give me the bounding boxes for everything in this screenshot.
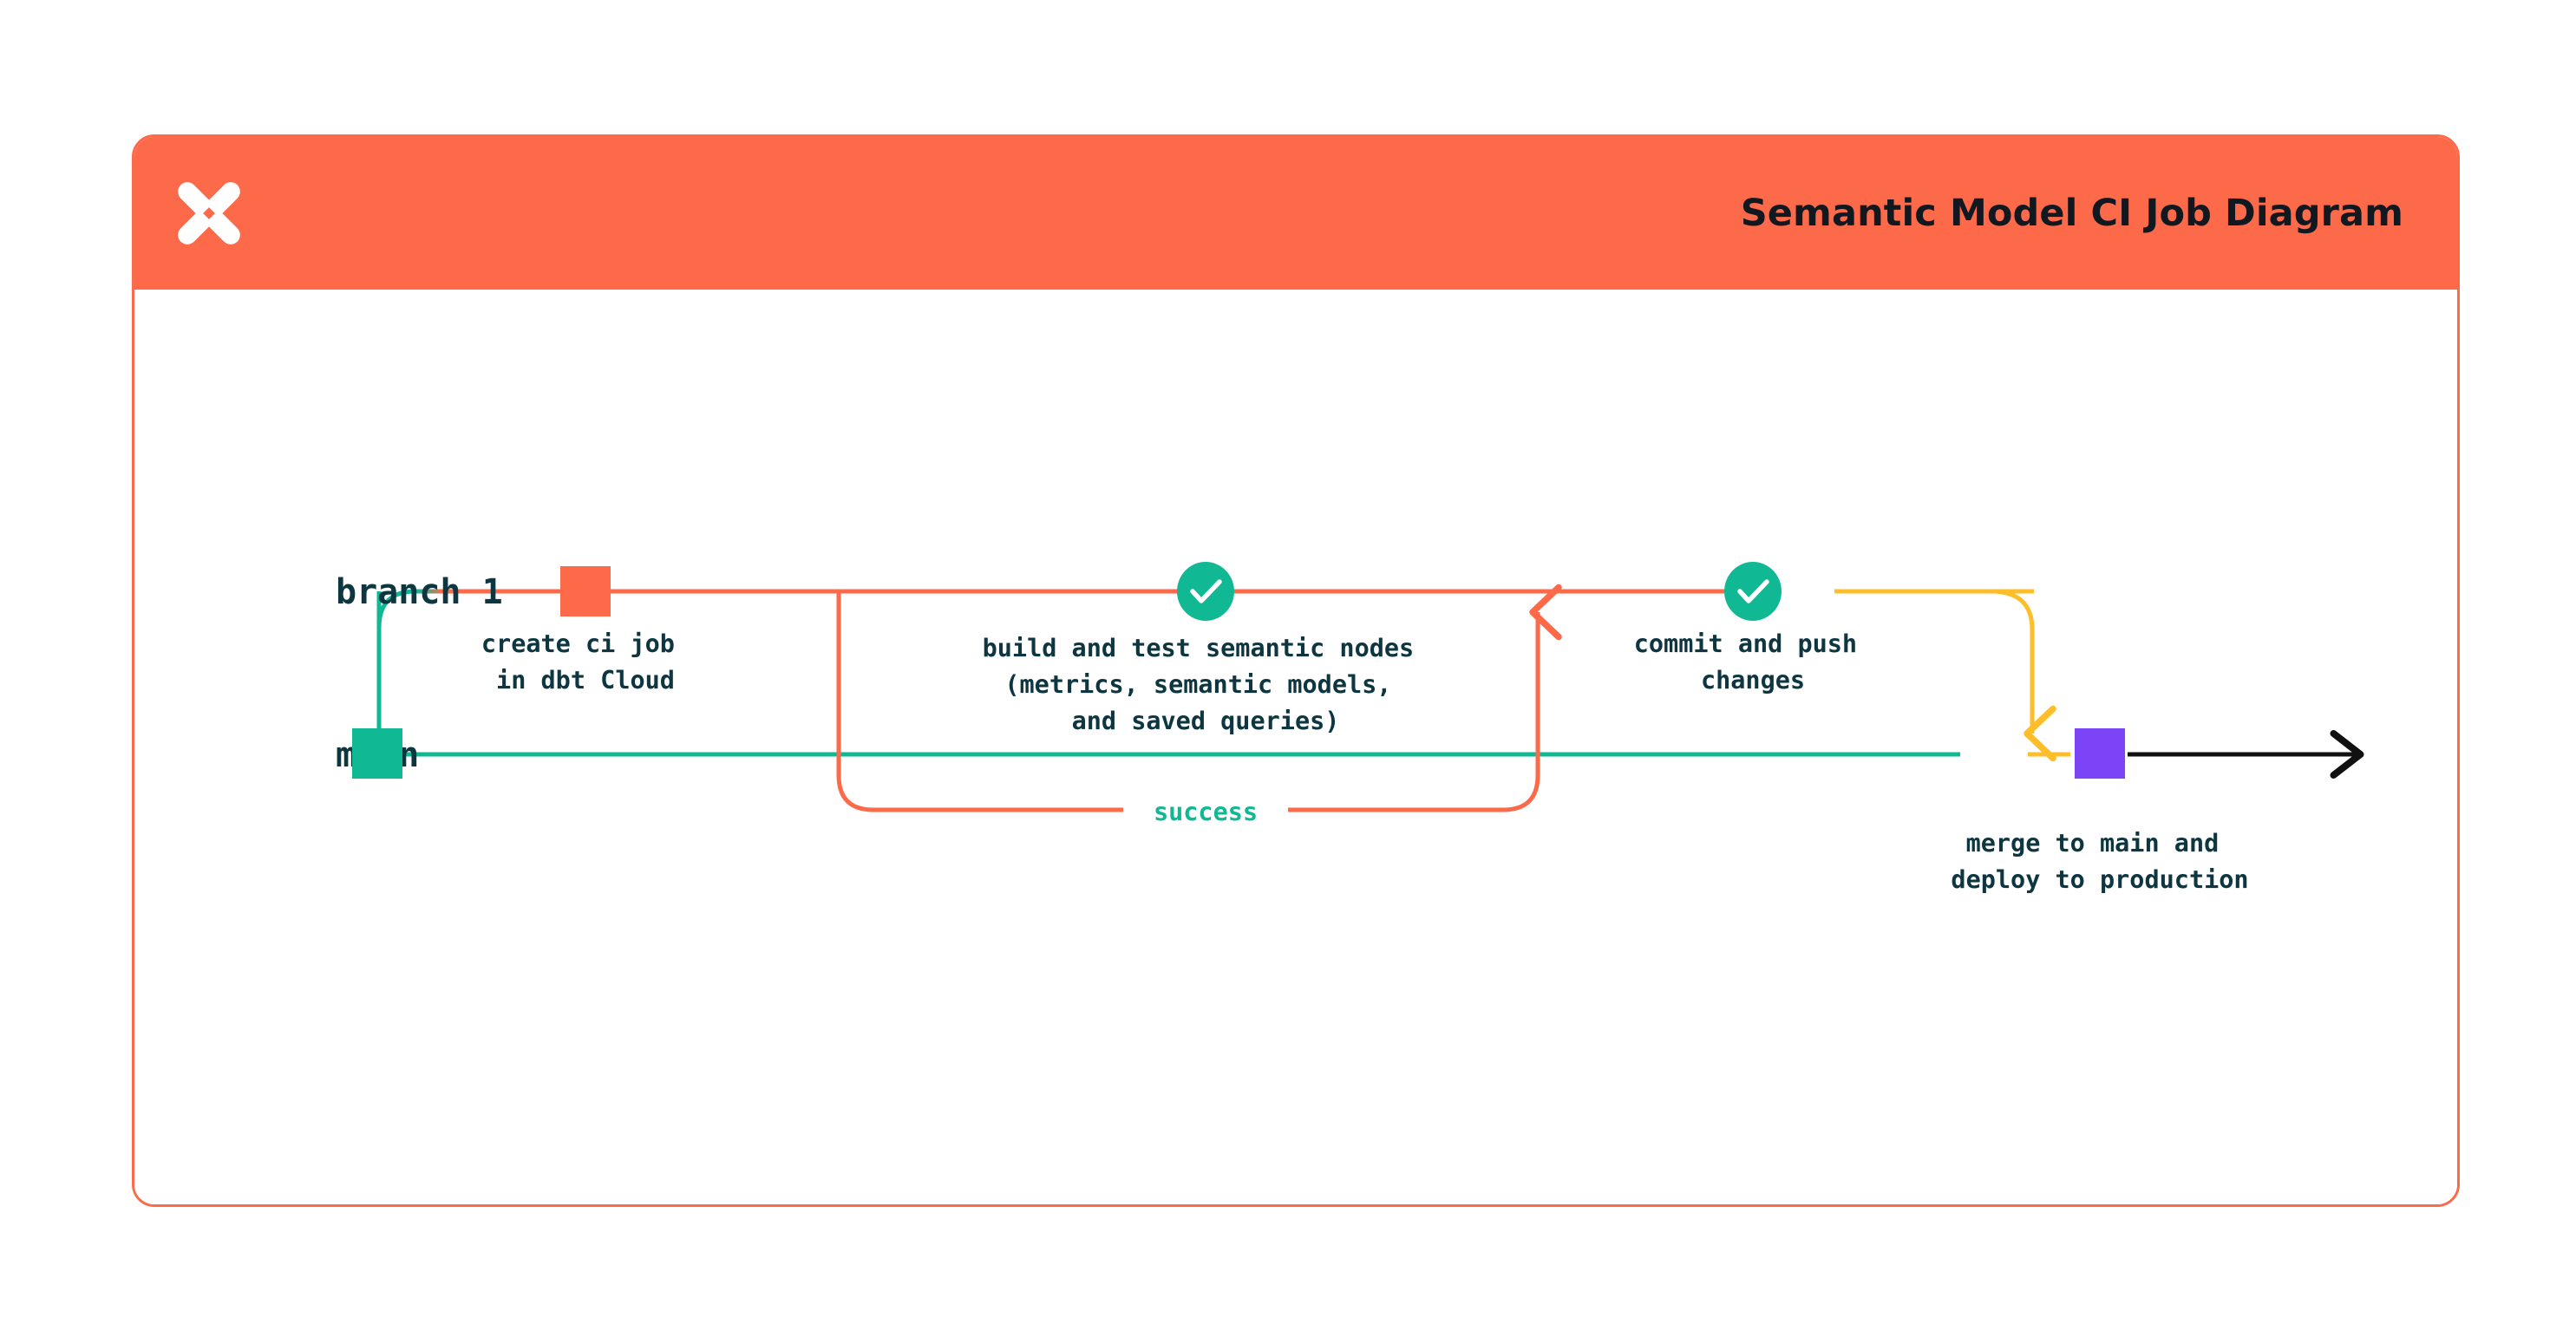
ci-job-diagram: success branch 1 main create c: [336, 562, 2364, 894]
dbt-logo-icon: [178, 182, 240, 245]
success-loop-right: [1288, 584, 1562, 812]
success-edge-label: success: [1154, 798, 1258, 826]
node-label-commit-and-push: commit and push changes: [1634, 629, 1873, 695]
node-merge-to-main[interactable]: [2075, 728, 2125, 779]
node-label-line: and saved queries): [1072, 707, 1340, 735]
node-commit-and-push[interactable]: [1724, 562, 1782, 621]
node-create-ci-job[interactable]: [560, 566, 611, 616]
check-icon: [1737, 579, 1769, 603]
page-title: Semantic Model CI Job Diagram: [1740, 192, 2403, 235]
node-label-line: create ci job: [481, 629, 675, 658]
lane-label-branch-1: branch 1: [336, 572, 503, 612]
node-label-line: build and test semantic nodes: [983, 634, 1415, 662]
card-header: Semantic Model CI Job Diagram: [134, 137, 2457, 290]
card-body: success branch 1 main create c: [134, 290, 2457, 1204]
node-label-line: (metrics, semantic models,: [1004, 670, 1391, 699]
merge-edge: [1990, 589, 2056, 762]
node-label-line: changes: [1701, 666, 1805, 695]
node-label-line: in dbt Cloud: [496, 666, 675, 695]
node-label-line: commit and push: [1634, 629, 1857, 658]
node-build-and-test[interactable]: [1177, 562, 1234, 621]
node-label-merge-to-main: merge to main and deploy to production: [1951, 829, 2248, 894]
diagram-card: Semantic Model CI Job Diagram: [132, 134, 2460, 1207]
branch-out-curve: [376, 589, 447, 754]
node-label-line: merge to main and: [1966, 829, 2220, 858]
node-main-start[interactable]: [352, 728, 402, 779]
success-loop-left: [836, 593, 1123, 812]
node-label-create-ci-job: create ci job in dbt Cloud: [481, 629, 690, 695]
node-label-line: deploy to production: [1951, 865, 2248, 894]
check-icon: [1190, 579, 1222, 603]
node-label-build-and-test: build and test semantic nodes (metrics, …: [983, 634, 1429, 735]
